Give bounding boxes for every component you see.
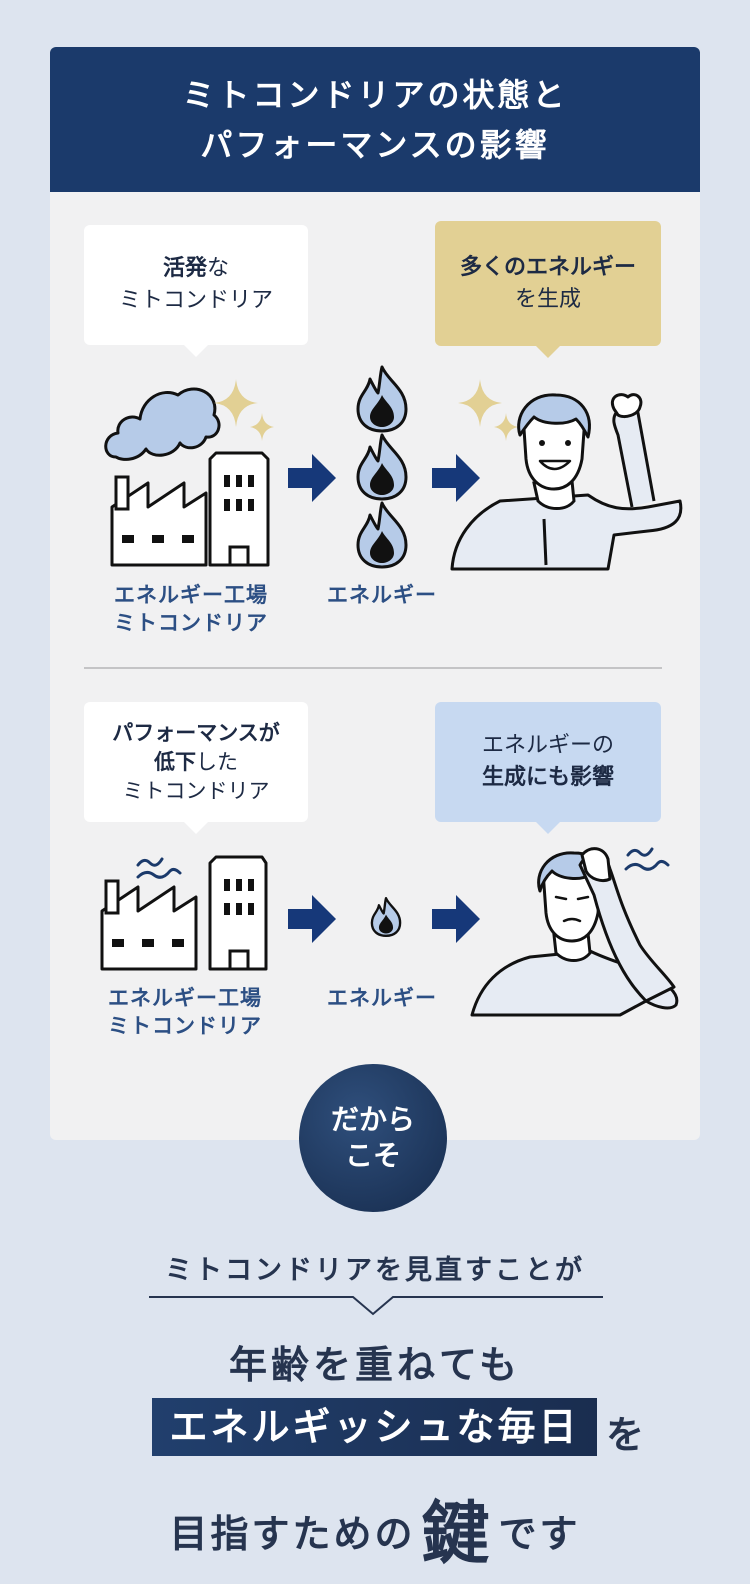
- therefore-badge-line1: だから: [330, 1103, 415, 1136]
- callout-separator: [149, 1296, 603, 1316]
- conclusion-line3-post: です: [498, 1511, 581, 1556]
- stress-squiggle-icon: [136, 857, 182, 879]
- conclusion-highlight: エネルギッシュな毎日: [152, 1398, 597, 1456]
- conclusion-key-word: 鍵: [421, 1494, 493, 1574]
- bubble-energy-affected-line1: エネルギーの: [481, 733, 614, 758]
- bubble-declined-bold: 低下: [154, 749, 196, 774]
- bubble-energy-affected: エネルギーの 生成にも影響: [435, 702, 661, 834]
- top-factory-caption-line2: ミトコンドリア: [114, 611, 268, 635]
- conclusion-highlight-suffix: を: [606, 1412, 645, 1457]
- arrow-right-icon: [432, 895, 480, 943]
- arrow-right-icon: [288, 454, 336, 502]
- flame-icon: [356, 365, 408, 569]
- conclusion-line3: 目指すための鍵です: [0, 1478, 750, 1577]
- conclusion-line3-pre: 目指すための: [169, 1511, 416, 1556]
- flame-icon: [370, 897, 402, 937]
- bubble-active-bold: 活発: [162, 256, 207, 281]
- conclusion-lead: ミトコンドリアを見直すことが: [165, 1255, 585, 1286]
- factory-icon: [100, 855, 268, 971]
- sparkle-icon: [458, 379, 518, 441]
- bubble-much-energy: 多くのエネルギー を生成: [435, 221, 661, 358]
- bubble-active-mitochondria: 活発な ミトコンドリア: [84, 225, 308, 357]
- top-energy-caption: エネルギー: [327, 583, 437, 607]
- sparkle-icon: [214, 379, 274, 441]
- bubble-declined-mitochondria: パフォーマンスが 低下した ミトコンドリア: [84, 702, 308, 834]
- bubble-energy-affected-line2: 生成にも影響: [481, 765, 614, 790]
- bubble-active-rest: な: [207, 256, 230, 281]
- bubble-declined-line3: ミトコンドリア: [122, 778, 270, 803]
- troubled-man-illustration: [470, 847, 679, 1017]
- therefore-badge-line2: こそ: [344, 1139, 401, 1172]
- bubble-much-energy-line1: 多くのエネルギー: [459, 254, 636, 280]
- bottom-factory-caption-line2: ミトコンドリア: [108, 1014, 262, 1038]
- bubble-declined-rest: した: [196, 749, 238, 774]
- factory-icon: [104, 387, 270, 567]
- stress-squiggle-icon: [624, 847, 670, 871]
- card-header: ミトコンドリアの状態と パフォーマンスの影響: [50, 47, 700, 192]
- smoke-cloud-icon: [104, 387, 221, 461]
- header-title-line1: ミトコンドリアの状態と: [182, 75, 568, 114]
- bubble-active-line2: ミトコンドリア: [118, 288, 273, 313]
- top-factory-caption: エネルギー工場 ミトコンドリア: [96, 581, 286, 637]
- conclusion-line1: 年齢を重ねても: [228, 1342, 522, 1387]
- bubble-much-energy-line2: を生成: [514, 286, 581, 312]
- bottom-energy-caption: エネルギー: [327, 986, 437, 1010]
- arrow-right-icon: [432, 454, 480, 502]
- bottom-factory-caption: エネルギー工場 ミトコンドリア: [90, 984, 280, 1040]
- section-divider: [84, 667, 662, 669]
- conclusion-highlight-box: エネルギッシュな毎日: [152, 1398, 597, 1456]
- info-card: ミトコンドリアの状態と パフォーマンスの影響 活発な ミトコンドリア 多くのエネ…: [50, 47, 700, 1140]
- therefore-badge: だから こそ: [299, 1064, 447, 1212]
- top-factory-caption-line1: エネルギー工場: [114, 583, 268, 607]
- happy-man-illustration: [450, 393, 683, 571]
- header-title-line2: パフォーマンスの影響: [200, 125, 550, 164]
- arrow-right-icon: [288, 895, 336, 943]
- bottom-factory-caption-line1: エネルギー工場: [108, 986, 262, 1010]
- bubble-declined-line1: パフォーマンスが: [112, 720, 280, 745]
